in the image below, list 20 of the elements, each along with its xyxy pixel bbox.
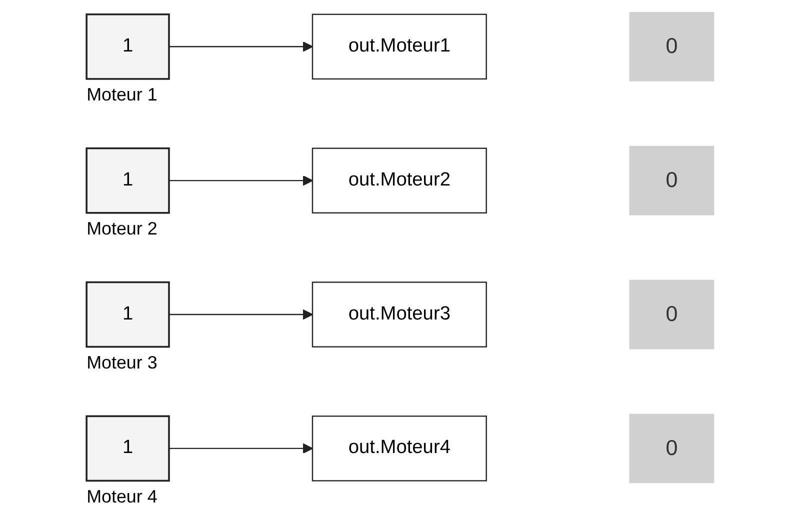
node-box: out.Moteur4 (312, 416, 487, 482)
block-name: Moteur 2 (86, 218, 158, 238)
node-box: out.Moteur1 (312, 14, 487, 80)
node-box: 0 (629, 12, 714, 82)
block-name: Moteur 1 (86, 84, 158, 104)
node-box: 0 (629, 414, 714, 484)
node-box: 0 (629, 146, 714, 216)
arrow (168, 443, 313, 454)
node-box: 1 (86, 281, 170, 348)
arrow (168, 175, 313, 186)
node-box: 0 (629, 280, 714, 350)
node-box: 1 (86, 415, 170, 482)
arrow (168, 41, 313, 52)
node-box: out.Moteur3 (312, 282, 487, 348)
node-box: 1 (86, 13, 170, 80)
node-box: 1 (86, 147, 170, 214)
arrow (168, 309, 313, 320)
node-box: out.Moteur2 (312, 148, 487, 214)
block-name: Moteur 4 (86, 486, 158, 506)
block-name: Moteur 3 (86, 352, 158, 372)
